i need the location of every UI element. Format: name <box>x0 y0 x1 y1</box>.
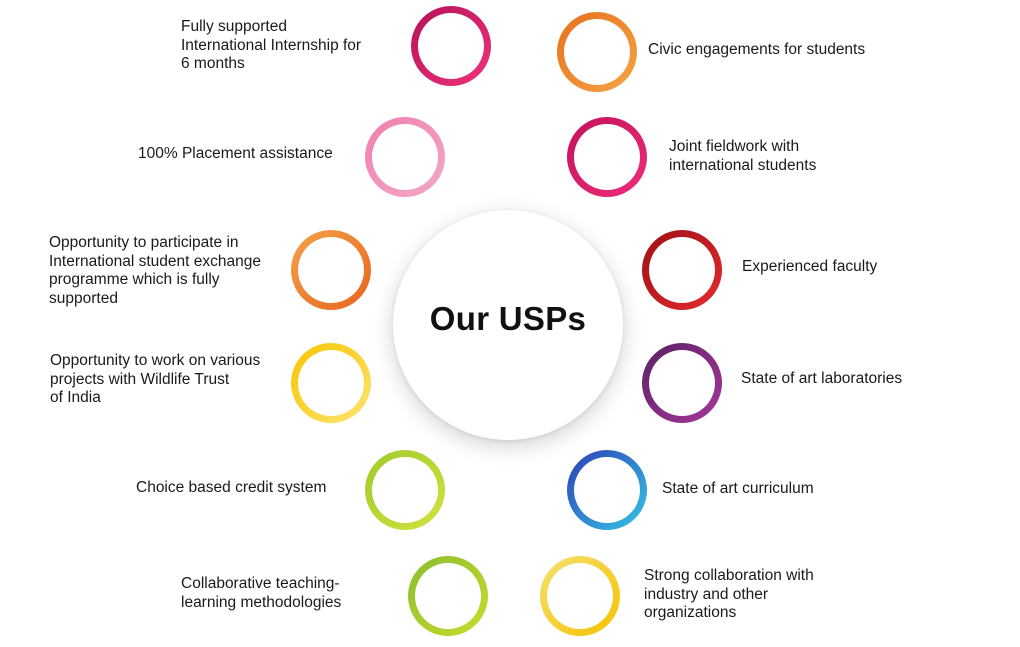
usp-ring-2 <box>557 12 637 92</box>
usp-label-9: Choice based credit system <box>136 479 327 496</box>
usp-ring-8 <box>642 343 722 423</box>
usp-label-8: State of art laboratories <box>741 370 903 387</box>
usp-label-5: Opportunity to participate in Internatio… <box>49 234 261 307</box>
usp-label-2: Civic engagements for students <box>648 41 866 58</box>
usp-ring-6 <box>642 230 722 310</box>
usp-ring-4 <box>567 117 647 197</box>
usp-label-11: Collaborative teaching- learning methodo… <box>181 575 342 611</box>
usp-label-4: Joint fieldwork with international stude… <box>669 138 817 174</box>
usp-ring-11 <box>408 556 488 636</box>
center-circle: Our USPs <box>393 210 623 440</box>
usp-ring-1 <box>411 6 491 86</box>
usp-ring-3 <box>365 117 445 197</box>
usp-label-3: 100% Placement assistance <box>138 145 333 162</box>
usp-ring-10 <box>567 450 647 530</box>
center-title: Our USPs <box>429 300 587 337</box>
usp-label-7: Opportunity to work on various projects … <box>50 352 261 406</box>
usp-label-6: Experienced faculty <box>742 258 878 275</box>
usp-label-10: State of art curriculum <box>662 480 814 497</box>
usp-ring-7 <box>291 343 371 423</box>
usp-label-1: Fully supported International Internship… <box>181 18 362 72</box>
usp-ring-5 <box>291 230 371 310</box>
usp-label-12: Strong collaboration with industry and o… <box>644 567 814 621</box>
usp-ring-12 <box>540 556 620 636</box>
usp-ring-9 <box>365 450 445 530</box>
